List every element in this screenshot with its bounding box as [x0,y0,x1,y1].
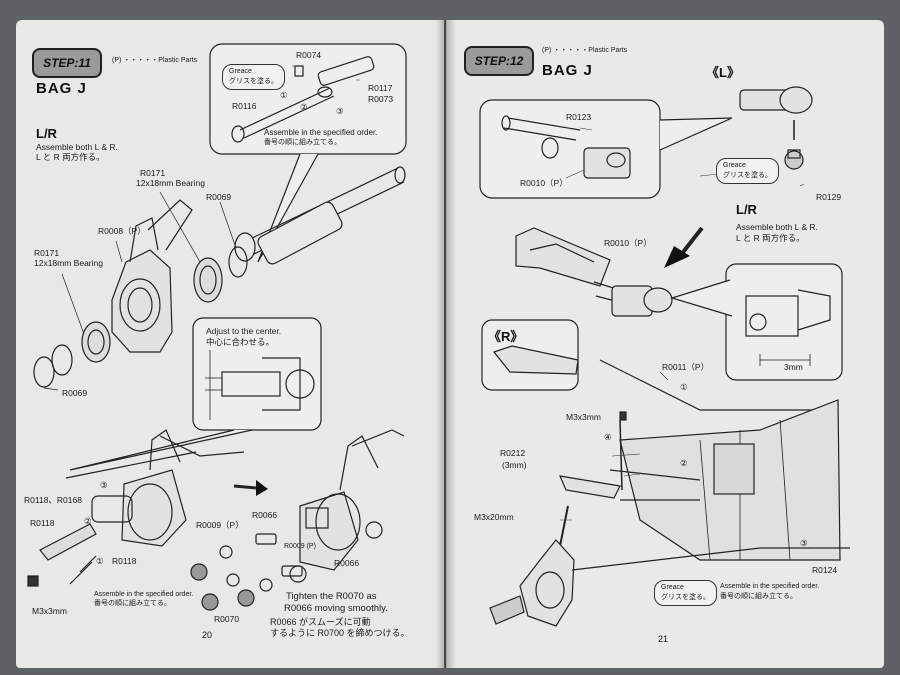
label-r0066-a: R0066 [252,510,278,520]
tighten-en-2: R0066 moving smoothly. [284,603,388,614]
dimension-3mm: 3mm [784,362,803,372]
right-step-3: ③ [800,538,808,548]
right-step-4: ④ [604,432,612,442]
l-badge: 《L》 [706,65,740,80]
label-m3x3-left: M3x3mm [32,606,67,616]
greace-note-right: Greace グリスを塗る。 [716,158,779,184]
label-r0123: R0123 [566,112,592,122]
label-r0118-b: R0118 [112,556,137,566]
greace-ja-right: グリスを塗る。 [723,172,772,179]
parts-legend-left: (P) ・・・・・Plastic Parts [112,57,198,64]
part-r0074: R0074 [296,50,322,60]
side-note-en-right: Assemble both L & R. [736,222,818,232]
label-r0070: R0070 [214,614,240,624]
right-step-2: ② [680,458,688,468]
side-note-ja-left: L と R 両方作る。 [36,152,105,162]
side-note-en-left: Assemble both L & R. [36,142,118,152]
label-bearing-left: 12x18mm Bearing [34,258,103,268]
side-note-ja-right: L と R 両方作る。 [736,233,805,243]
step-badge-left: STEP:11 [32,48,102,78]
greace-note-left: Greace グリスを塗る。 [222,64,285,90]
label-m3x20: M3x20mm [474,512,514,522]
right-step-1: ① [680,382,688,392]
lower-step-1: ① [96,556,104,566]
label-r0171-top: R0171 [140,168,166,178]
order-note-en-top: Assemble in the specified order. [264,128,378,137]
tighten-ja-2: するように R0700 を締めつける。 [270,628,410,638]
step-number-1: ① [280,90,288,100]
label-r0124: R0124 [812,565,838,575]
side-label-left: L/R [36,126,57,141]
greace-en: Greace [229,68,252,75]
greace-en-right: Greace [723,162,746,169]
tighten-en-1: Tighten the R0070 as [286,591,377,602]
greace-note-lower: Greace グリスを塗る。 [654,580,717,606]
label-r0010-p2: R0010（P） [604,238,652,248]
greace-ja: グリスを塗る。 [229,78,278,85]
center-note-en: Adjust to the center. [206,326,282,336]
order-note-ja-top: 番号の順に組み立てる。 [264,139,341,146]
label-r0171-left: R0171 [34,248,60,258]
page-number-left: 20 [202,630,213,640]
label-r0008: R0008（P） [98,226,146,236]
binding-gutter [436,20,456,668]
label-r0118-a: R0118 [30,518,55,528]
greace-en-lower: Greace [661,584,684,591]
label-r0069-bottom: R0069 [62,388,88,398]
label-r0009-p2: R0009 (P) [284,543,316,550]
step-number-2: ② [300,102,308,112]
greace-ja-lower: グリスを塗る。 [661,594,710,601]
label-r0010-p: R0010（P） [520,178,568,188]
order-note-ja-lower: 番号の順に組み立てる。 [94,600,171,607]
order-note-en-lower: Assemble in the specified order. [94,591,194,598]
page-number-right: 21 [658,634,669,644]
r-badge: 《R》 [488,329,524,344]
label-r0118-r0168: R0118、R0168 [24,495,82,505]
label-r0212-size: (3mm) [502,460,527,470]
label-r0129: R0129 [816,192,842,202]
lower-step-2: ② [84,516,92,526]
bag-label-left: BAG J [36,80,87,97]
label-r0069-top: R0069 [206,192,232,202]
order-note-en-right: Assemble in the specified order. [720,583,820,590]
part-r0073: R0073 [368,94,394,104]
label-m3x3-right: M3x3mm [566,412,601,422]
order-note-ja-right: 番号の順に組み立てる。 [720,593,797,600]
label-r0011-p: R0011（P） [662,362,710,372]
label-r0212: R0212 [500,448,526,458]
part-r0117: R0117 [368,83,393,93]
step-number-3: ③ [336,106,344,116]
side-label-right: L/R [736,202,757,217]
label-r0009-p: R0009（P） [196,520,244,530]
label-r0066-b: R0066 [334,558,360,568]
tighten-ja-1: R0066 がスムーズに可動 [270,617,371,627]
lower-step-3: ③ [100,480,108,490]
center-note-ja: 中心に合わせる。 [206,337,275,347]
step-badge-right: STEP:12 [464,46,534,76]
label-bearing-top: 12x18mm Bearing [136,178,205,188]
parts-legend-right: (P) ・・・・・Plastic Parts [542,47,628,54]
part-r0116: R0116 [232,101,257,111]
bag-label-right: BAG J [542,62,593,79]
